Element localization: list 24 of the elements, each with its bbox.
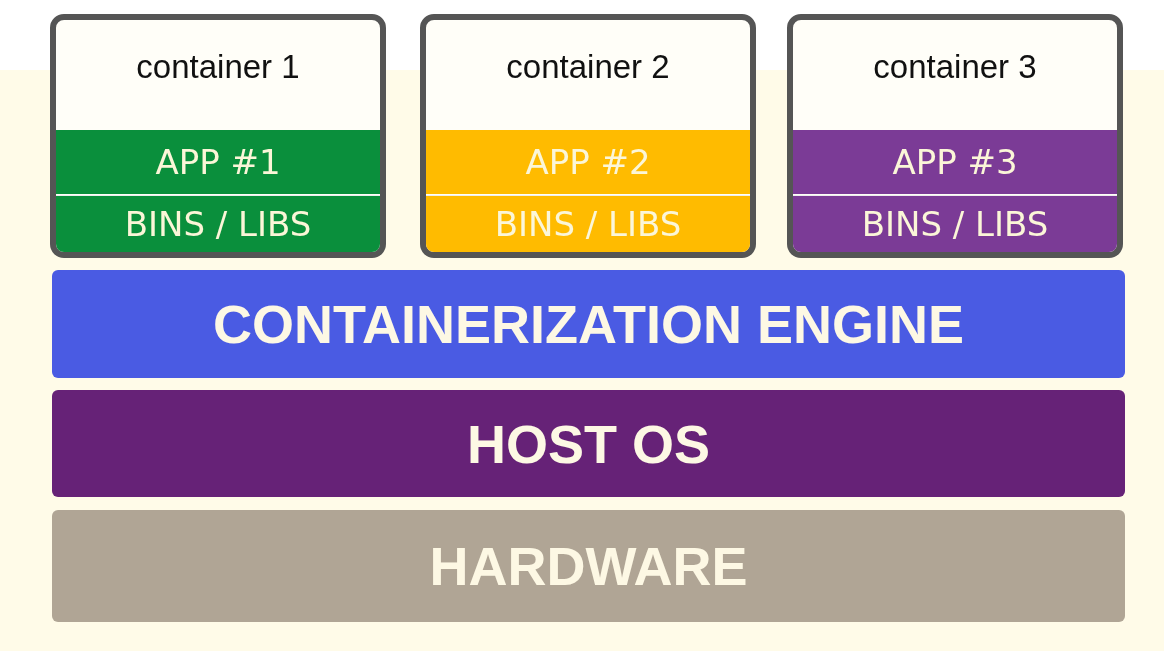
layer-label: BINS / LIBS <box>493 204 683 244</box>
container-box <box>420 14 756 258</box>
layer-band <box>426 130 750 194</box>
layer-band <box>793 195 1117 252</box>
layer-band <box>426 195 750 252</box>
layer-label: CONTAINERIZATION ENGINE <box>212 293 965 355</box>
container-box <box>787 14 1123 258</box>
layer-band <box>56 195 380 252</box>
layer-label: BINS / LIBS <box>123 204 313 244</box>
container-title: container 2 <box>505 48 671 86</box>
layer-bar <box>52 390 1125 497</box>
container-title: container 1 <box>135 48 301 86</box>
layer-band <box>793 130 1117 194</box>
container-box <box>50 14 386 258</box>
layer-bar <box>52 510 1125 622</box>
layer-label: APP #1 <box>154 142 282 182</box>
layer-label: BINS / LIBS <box>860 204 1050 244</box>
container-title: container 3 <box>872 48 1038 86</box>
layer-label: APP #3 <box>891 142 1019 182</box>
layer-label: HARDWARE <box>428 535 749 597</box>
layer-label: APP #2 <box>524 142 652 182</box>
layer-bar <box>52 270 1125 378</box>
layer-label: HOST OS <box>466 412 711 475</box>
layer-band <box>56 130 380 194</box>
